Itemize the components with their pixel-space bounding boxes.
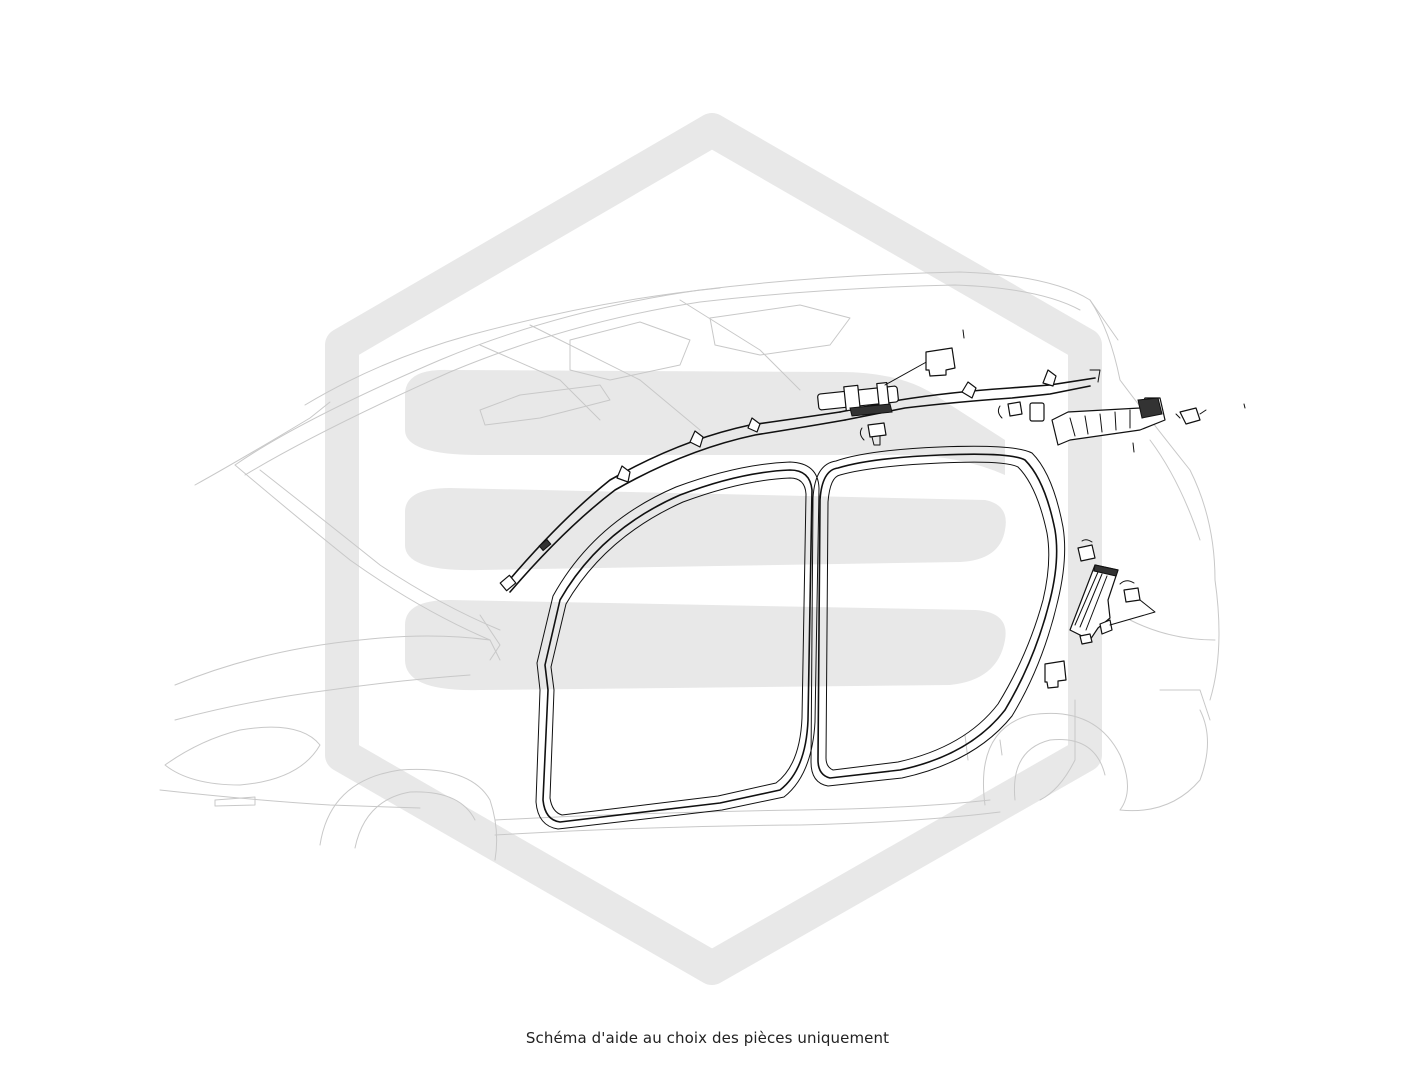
- inflator-assembly[interactable]: [817, 359, 931, 417]
- label-sticker-top: [925, 329, 965, 377]
- rear-bracket[interactable]: [1051, 397, 1246, 453]
- curtain-airbag[interactable]: [499, 369, 1101, 593]
- side-airbag-module[interactable]: [1069, 564, 1156, 645]
- label-sticker-bottom: [1044, 660, 1067, 689]
- front-door-seal[interactable]: [535, 461, 820, 830]
- clip-fastener[interactable]: [859, 422, 887, 446]
- bolt[interactable]: [997, 401, 1045, 422]
- bolt-pair[interactable]: [1077, 539, 1141, 603]
- vehicle-outline: [159, 271, 1220, 861]
- rear-door-seal[interactable]: [810, 445, 1066, 787]
- caption-text: Schéma d'aide au choix des pièces unique…: [525, 1029, 890, 1047]
- watermark-logo-icon: [325, 113, 1102, 985]
